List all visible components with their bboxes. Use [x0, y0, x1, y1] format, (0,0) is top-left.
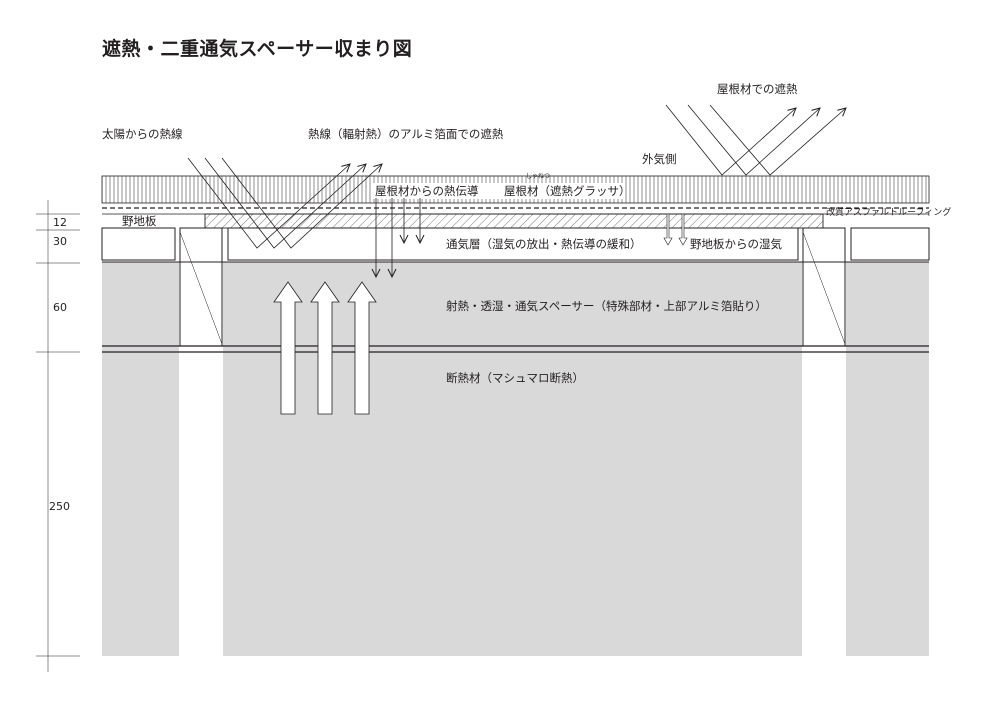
insulation-center [223, 262, 802, 656]
label-vent-layer: 通気層（湿気の放出・熱伝導の緩和） [446, 237, 642, 251]
rafter-diagonal [802, 231, 846, 345]
moisture-arrow [678, 213, 688, 246]
roof-ray [687, 104, 820, 176]
label-roof-ruby: しゃねつ [526, 173, 551, 180]
label-sheathing-moisture: 野地板からの湿気 [690, 237, 782, 251]
dim-label: 60 [53, 301, 67, 314]
heat-release-arrows [273, 281, 377, 415]
roof-ray [665, 104, 796, 176]
label-roof-conduct: 屋根材からの熱伝導 [375, 184, 479, 198]
insulation-blocks [102, 262, 929, 656]
label-radiant-foil: 熱線（輻射熱）のアルミ箔面での遮熱 [308, 127, 504, 141]
conduction-arrows [376, 198, 420, 277]
label-sheathing: 野地板 [122, 214, 157, 228]
stud-gap-left [180, 353, 222, 656]
label-spacer: 射熱・透湿・通気スペーサー（特殊部材・上部アルミ箔貼り） [446, 299, 767, 313]
rafter-right [802, 227, 846, 347]
solar-ray [204, 157, 366, 249]
dimension-scale [36, 200, 80, 672]
insulation-right [846, 262, 929, 656]
stud-gap-right [803, 353, 845, 656]
roof-ray [709, 104, 846, 176]
big-up-arrow [347, 281, 377, 415]
label-exterior: 外気側 [642, 152, 677, 166]
rafters [179, 227, 846, 347]
dim-label: 12 [53, 216, 67, 229]
solar-ray [187, 157, 350, 249]
dim-label: 30 [53, 235, 67, 248]
big-up-arrow [273, 281, 303, 415]
roof-label-mask [372, 183, 624, 199]
page-title: 遮熱・二重通気スペーサー収まり図 [102, 38, 413, 60]
label-underlay: 改質アスファルトルーフィング [826, 208, 952, 218]
vent-layer-right [850, 227, 930, 261]
solar-ray [221, 157, 382, 249]
label-roof-reflect: 屋根材での遮熱 [717, 82, 798, 96]
rafter-diagonal [179, 231, 223, 345]
label-roof-material: 屋根材（遮熱グラッサ） [504, 184, 631, 198]
vent-layer-center [227, 227, 799, 261]
moisture-arrows [663, 213, 688, 246]
roof-reflect-rays [665, 104, 846, 176]
solar-rays [187, 157, 382, 249]
vent-layer-left [101, 227, 176, 261]
big-up-arrow [310, 281, 340, 415]
rafter-left [179, 227, 223, 347]
moisture-arrow [663, 213, 673, 246]
dim-label: 250 [49, 500, 70, 513]
label-solar-heat: 太陽からの熱線 [102, 127, 183, 141]
insulation-left [102, 262, 179, 656]
label-insulation: 断熱材（マシュマロ断熱） [446, 371, 584, 385]
